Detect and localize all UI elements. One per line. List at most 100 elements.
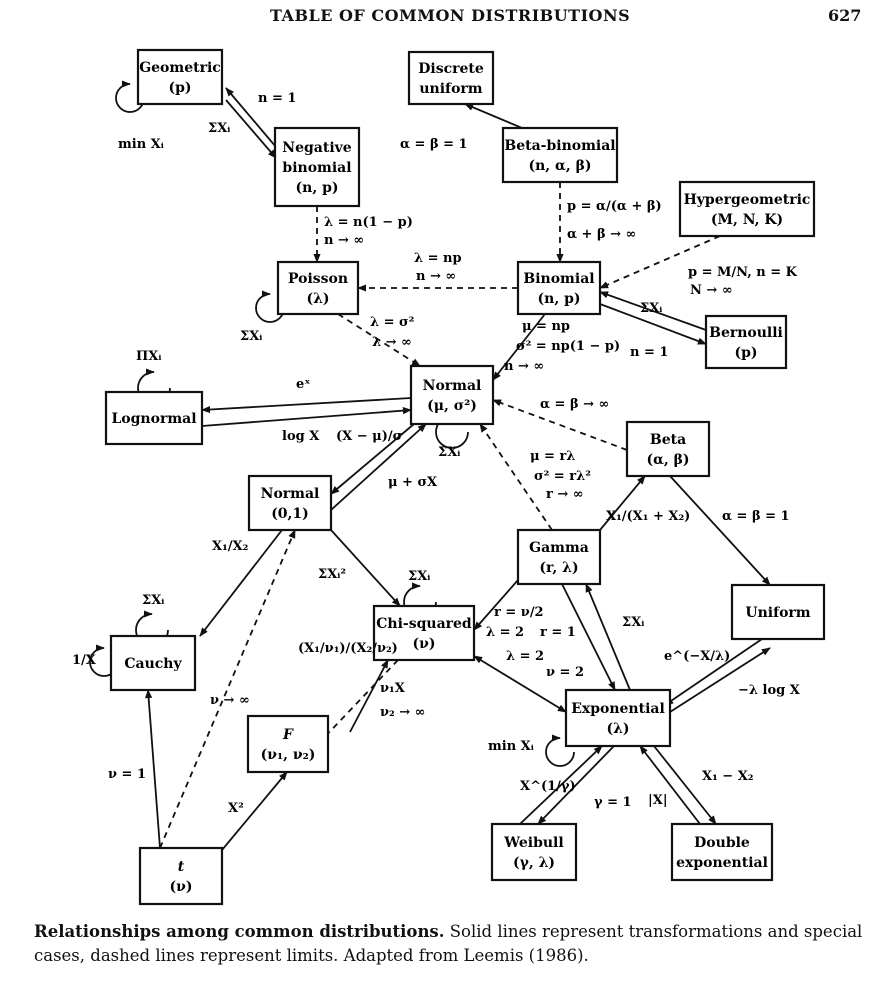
page-number: 627 xyxy=(828,6,862,25)
node-box xyxy=(247,474,333,532)
edge-label-gamma-normal-3: r → ∞ xyxy=(546,487,584,502)
node-label: Binomial xyxy=(523,271,594,287)
node-box xyxy=(516,528,602,586)
edge-t-f xyxy=(221,771,288,851)
node-label: Discrete xyxy=(418,61,484,77)
edge-label-beta-uniform: α = β = 1 xyxy=(722,509,790,524)
edge-beta-normal xyxy=(492,399,628,451)
node-label: binomial xyxy=(282,160,351,176)
node-cauchy: Cauchy xyxy=(109,634,197,692)
node-label: Cauchy xyxy=(124,656,182,672)
edge-chisq-f xyxy=(349,659,389,733)
node-poisson: Poisson(λ) xyxy=(276,260,360,316)
edge-normal-lognormal-1 xyxy=(201,397,412,414)
edge-label-lognormal-ex: eˣ xyxy=(296,377,310,392)
node-label: (n, p) xyxy=(538,291,581,307)
node-uniform: Uniform xyxy=(730,583,826,641)
edge-gamma-exp-1 xyxy=(561,583,616,691)
node-box xyxy=(501,126,619,184)
node-f: F(ν₁, ν₂) xyxy=(246,714,330,774)
figure-caption: Relationships among common distributions… xyxy=(34,920,864,968)
edge-label-exp-min: min Xᵢ xyxy=(488,739,534,754)
edge-f-chisq xyxy=(317,659,399,745)
edge-hyper-binom xyxy=(599,235,721,289)
edge-chisq-exp xyxy=(473,655,567,713)
node-standard-normal: Normal(0,1) xyxy=(247,474,333,532)
node-box xyxy=(730,583,826,641)
node-label: (n, α, β) xyxy=(529,158,592,174)
node-label: Double xyxy=(694,835,750,851)
edge-label-poisson-normal-1: λ = σ² xyxy=(370,315,414,330)
node-label: Normal xyxy=(423,378,482,394)
edge-normal-lognormal-2 xyxy=(201,407,412,427)
node-box xyxy=(704,314,788,370)
edge-weibull-exp-2 xyxy=(537,745,615,825)
edge-normal-std-1 xyxy=(330,423,415,495)
edge-label-negbin-poisson-2: n → ∞ xyxy=(324,233,364,248)
edge-label-binom-normal-1: μ = np xyxy=(522,319,570,334)
node-label: (ν) xyxy=(170,879,193,895)
edge-t-std xyxy=(159,529,296,849)
edge-label-weibull-2: γ = 1 xyxy=(594,795,632,810)
edge-label-gamma-chisq-3: r = 1 xyxy=(540,625,576,640)
node-label: Beta xyxy=(650,432,686,448)
node-exponential: Exponential(λ) xyxy=(564,688,672,748)
edge-label-negbin-poisson-1: λ = n(1 − p) xyxy=(324,215,413,230)
edge-label-std-normal-2: μ + σX xyxy=(388,475,438,490)
edge-label-binom-normal-3: n → ∞ xyxy=(504,359,544,374)
edges-layer xyxy=(145,87,771,851)
node-box xyxy=(276,260,360,316)
node-label: Hypergeometric xyxy=(684,192,811,208)
edge-label-std-normal-1: (X − μ)/σ xyxy=(336,429,402,444)
node-binomial: Binomial (n, p) xyxy=(516,260,602,316)
node-discrete-uniform: Discrete uniform xyxy=(407,50,495,106)
node-box xyxy=(246,714,330,774)
edge-beta-uniform xyxy=(669,475,771,586)
node-box xyxy=(104,390,204,446)
edge-label-poisson-sum: ΣXᵢ xyxy=(240,329,262,344)
node-label: (0,1) xyxy=(271,506,309,522)
node-label: Weibull xyxy=(503,835,563,851)
edge-label-gamma-chisq-2: λ = 2 xyxy=(486,625,524,640)
distribution-relationship-diagram: Geometric(p)DiscreteuniformNegativebinom… xyxy=(72,48,826,906)
node-box xyxy=(625,420,711,478)
edge-std-chisq xyxy=(330,529,401,607)
edge-betabin-discunif xyxy=(464,103,523,129)
node-label: (r, λ) xyxy=(539,560,578,576)
edge-label-beta-normal: α = β → ∞ xyxy=(540,397,609,412)
nodes-layer: Geometric(p)DiscreteuniformNegativebinom… xyxy=(104,48,826,906)
edge-label-bern-sum: ΣXᵢ xyxy=(640,301,662,316)
loop-geometric-loop xyxy=(115,80,145,113)
edge-label-betabin-binom-2: α + β → ∞ xyxy=(567,227,636,242)
edge-label-binom-normal-2: σ² = np(1 − p) xyxy=(516,339,620,354)
node-label: Poisson xyxy=(288,271,348,287)
edge-label-t-normal: ν → ∞ xyxy=(210,693,250,708)
node-label: (α, β) xyxy=(646,452,689,468)
node-box xyxy=(670,822,774,882)
node-t: t(ν) xyxy=(138,846,224,906)
node-label: uniform xyxy=(419,81,482,97)
node-label: exponential xyxy=(676,855,768,871)
node-box xyxy=(678,180,816,238)
edge-label-cauchy-recip: 1/X xyxy=(72,653,97,668)
node-label: (M, N, K) xyxy=(711,212,783,228)
edge-geo-negbin-1 xyxy=(225,87,277,148)
edge-label-chisq-exp-1: λ = 2 xyxy=(506,649,544,664)
edge-label-poisson-normal-2: λ → ∞ xyxy=(372,335,412,350)
edge-gamma-beta xyxy=(599,475,646,531)
edge-label-dexp-2: X₁ − X₂ xyxy=(702,769,754,784)
node-label: Exponential xyxy=(571,701,665,717)
edge-gamma-chisq xyxy=(473,579,519,631)
node-hypergeometric: Hypergeometric (M, N, K) xyxy=(678,180,816,238)
edge-label-hyper-binom-2: N → ∞ xyxy=(690,283,733,298)
node-double-exponential: Double exponential xyxy=(670,822,774,882)
edge-label-dexp-1: |X| xyxy=(648,793,668,808)
edge-binom-normal xyxy=(492,313,546,381)
node-label: Beta-binomial xyxy=(504,138,615,154)
node-beta: Beta (α, β) xyxy=(625,420,711,478)
node-label: Chi-squared xyxy=(376,616,472,632)
node-label: Geometric xyxy=(139,60,221,76)
node-weibull: Weibull(γ, λ) xyxy=(490,822,578,882)
edge-dexp-exp-1 xyxy=(639,745,701,825)
